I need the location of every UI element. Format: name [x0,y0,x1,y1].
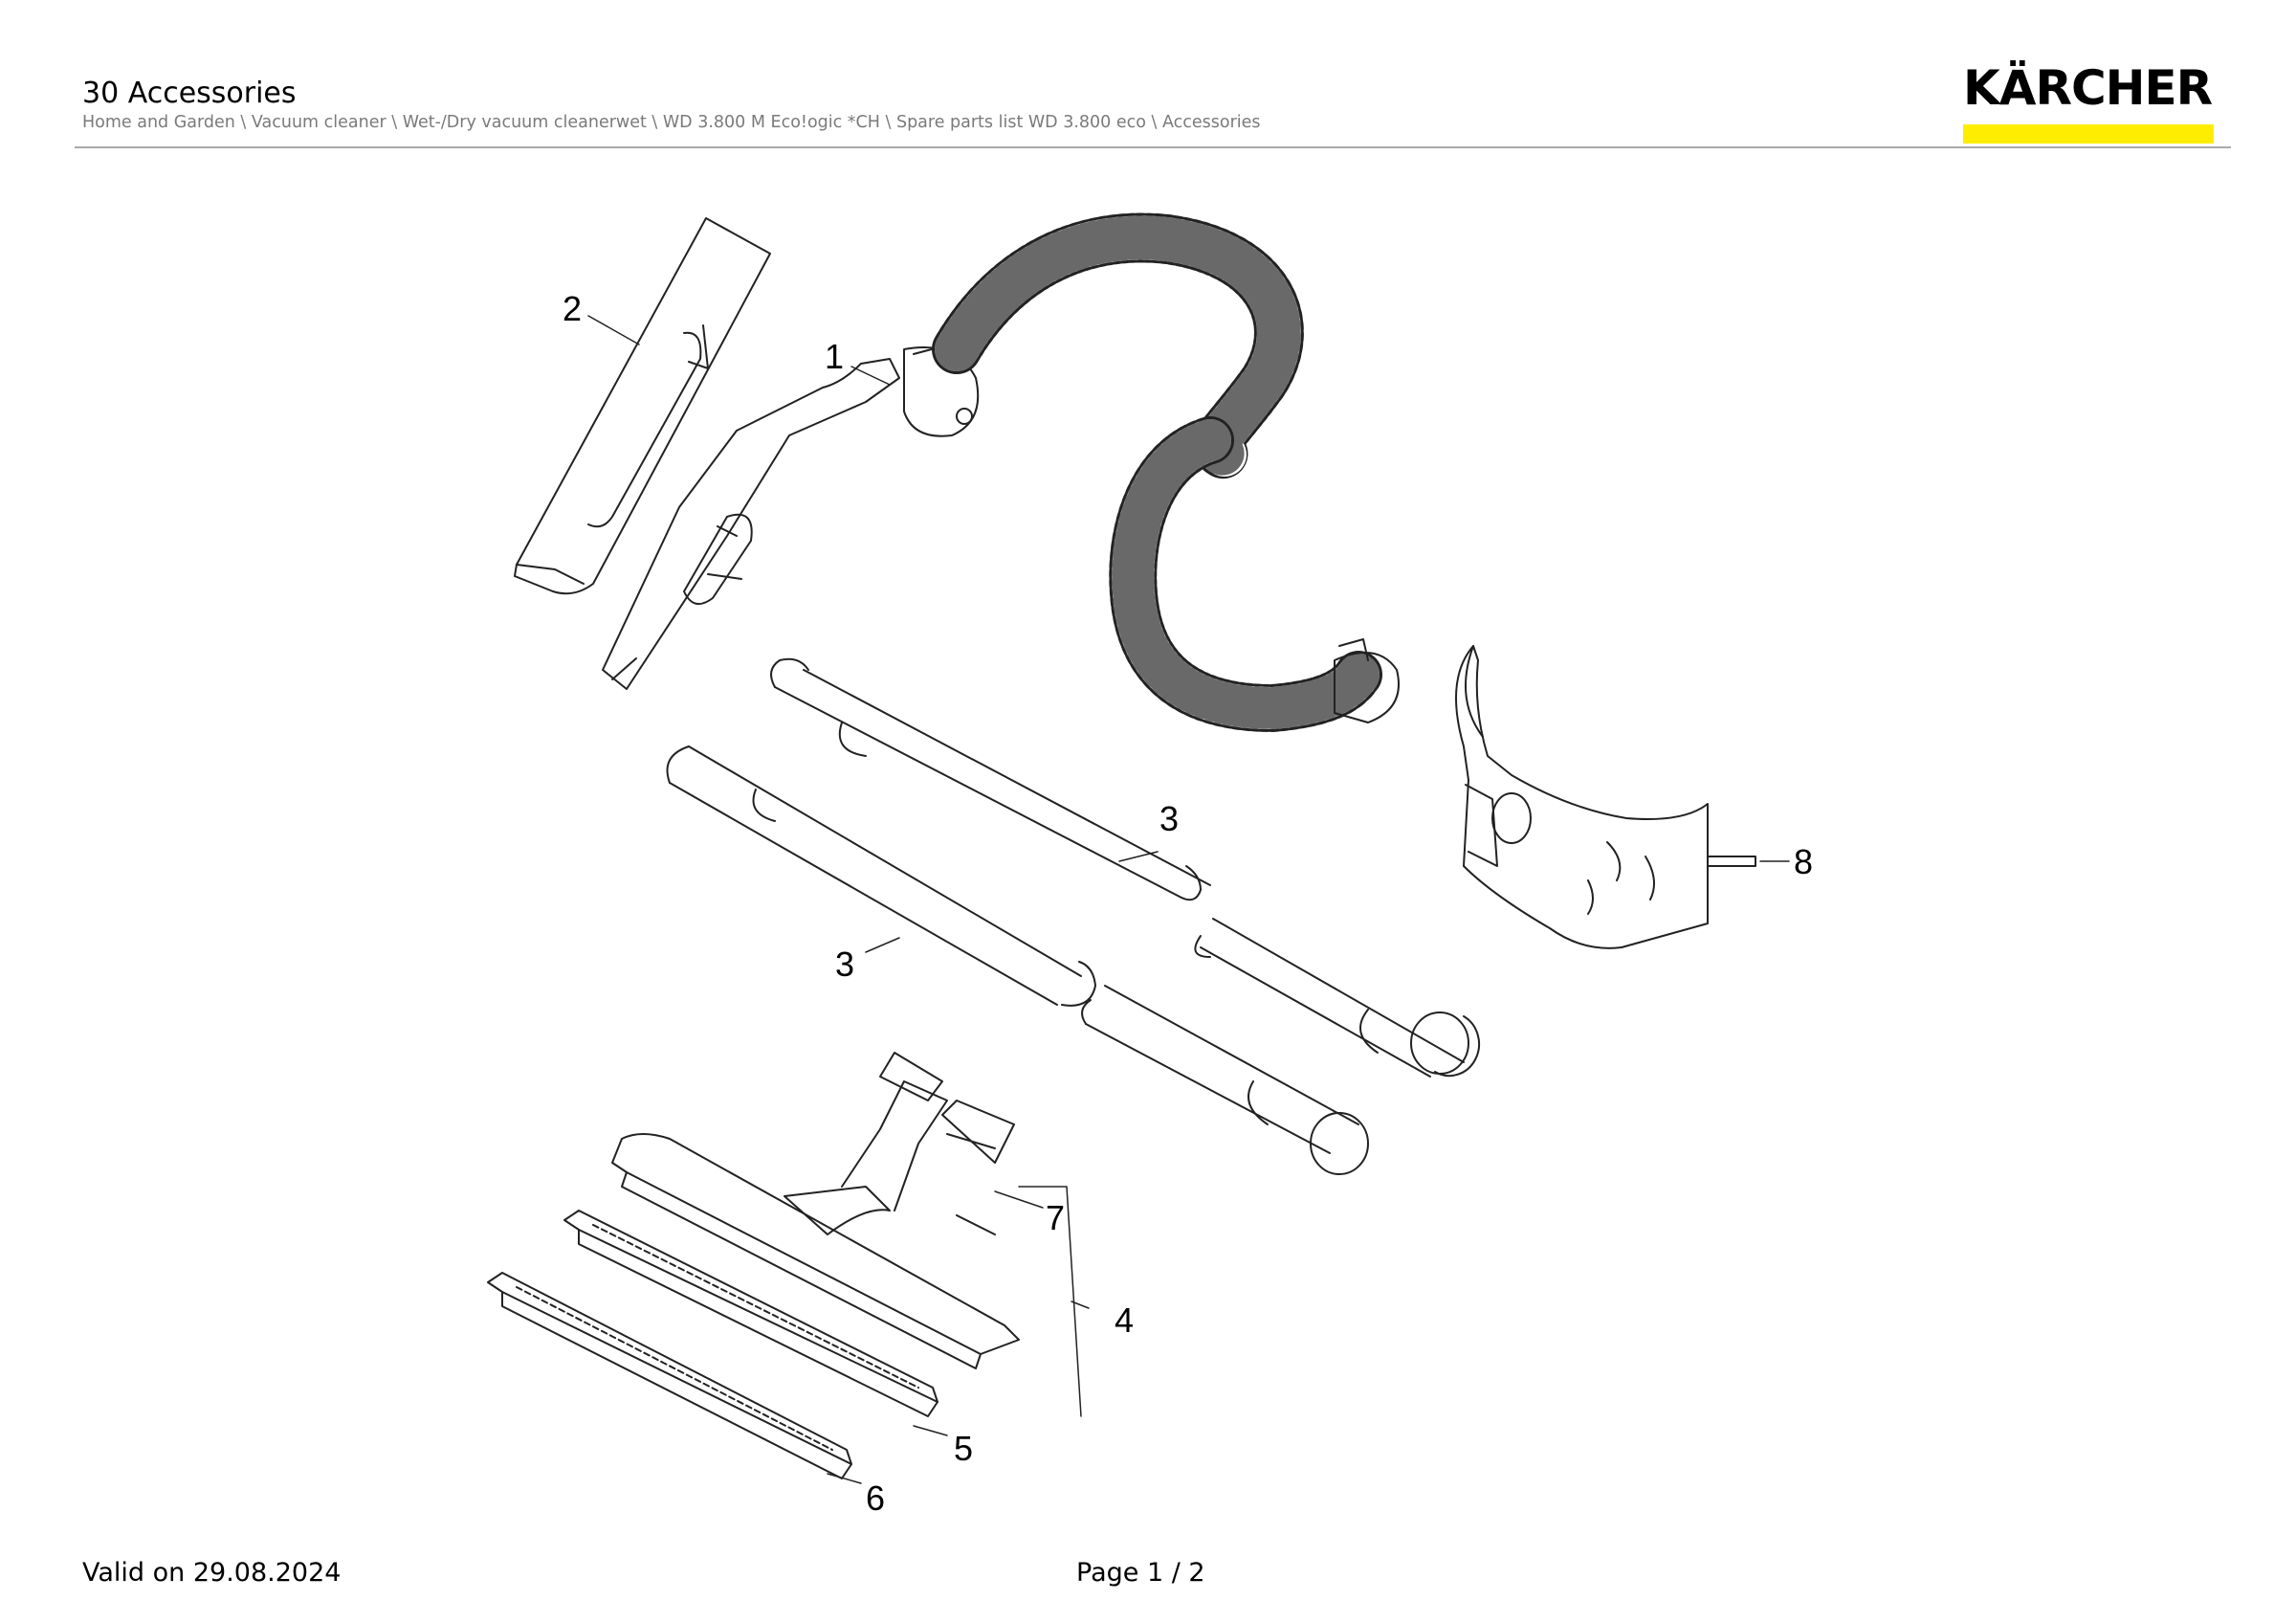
callout-7: 7 [1046,1198,1065,1237]
filter-bag [1455,645,1756,949]
suction-tubes [666,657,1480,1175]
breadcrumb: Home and Garden \ Vacuum cleaner \ Wet-/… [82,113,1261,132]
page-title: 30 Accessories [82,77,297,110]
callout-labels: 1 2 3 3 4 5 6 7 8 [563,289,1813,1518]
header-rule [75,146,2231,148]
brand-bar [1963,124,2214,144]
callout-2: 2 [563,289,582,328]
callout-1: 1 [825,337,844,376]
callout-6: 6 [866,1478,885,1518]
page-number: Page 1 / 2 [1076,1558,1205,1588]
callout-8: 8 [1794,842,1813,881]
suction-hose [602,212,1400,732]
leader-lines [587,315,1790,1484]
callout-4: 4 [1115,1301,1134,1340]
valid-date: Valid on 29.08.2024 [82,1558,342,1588]
brand-name: KÄRCHER [1963,60,2213,116]
callout-5: 5 [954,1429,973,1468]
callout-3b: 3 [835,945,854,984]
crevice-nozzle [514,217,771,595]
brand-logo: KÄRCHER [1963,61,2214,144]
brush-strips [487,1210,938,1479]
floor-nozzle [611,1052,1020,1369]
callout-3a: 3 [1159,799,1179,838]
